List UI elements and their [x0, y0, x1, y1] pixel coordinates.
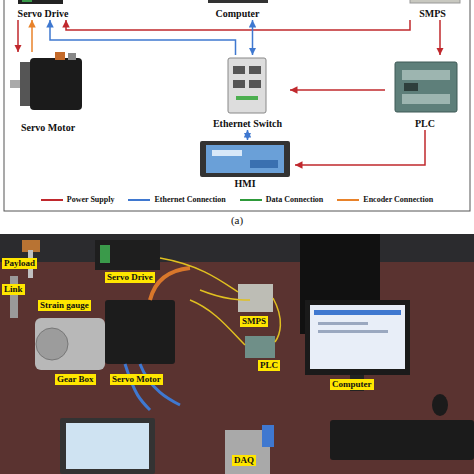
connector: [439, 20, 441, 55]
part-label: Gear Box: [55, 374, 96, 385]
legend-swatch: [337, 199, 359, 201]
device-node: Computer: [200, 0, 275, 20]
servo-drive-photo: [95, 240, 160, 270]
monitor-picture: [305, 300, 410, 375]
motor-connector: [55, 52, 65, 60]
device-node: Servo Drive: [8, 0, 78, 20]
mouse-picture: [432, 394, 448, 416]
device-node: SMPS: [400, 0, 465, 20]
switch-port: [233, 66, 245, 74]
part-label: Payload: [2, 258, 37, 269]
hmi-photo-screen: [66, 423, 149, 469]
part-label: Link: [2, 284, 25, 295]
motor-connector: [68, 53, 76, 60]
legend-swatch: [240, 199, 262, 201]
device-label: Computer: [216, 8, 260, 20]
plc-port: [404, 83, 418, 91]
computer-picture: [208, 0, 268, 3]
legend-swatch: [128, 199, 150, 201]
device-label: Servo Drive: [18, 8, 69, 20]
panel-label: (a): [228, 214, 246, 227]
legend-text: Ethernet Connection: [154, 195, 225, 205]
legend: Power Supply Ethernet Connection Data Conn…: [0, 195, 474, 205]
legend-text: Power Supply: [67, 195, 115, 205]
part-label: DAQ: [232, 455, 256, 466]
monitor-screen: [318, 330, 388, 333]
part-label: Servo Motor: [110, 374, 163, 385]
connector: [66, 20, 410, 30]
gearbox-picture: [35, 318, 105, 370]
plc-terminal: [402, 94, 450, 104]
part-label: Strain gauge: [38, 300, 91, 311]
part-label: Servo Drive: [105, 272, 155, 283]
photo-wall: [0, 234, 474, 474]
device-label: PLC: [415, 118, 435, 130]
servo-drive-photo: [100, 245, 110, 263]
device-label: Ethernet Switch: [213, 118, 282, 130]
servo-motor-photo: [105, 300, 175, 364]
gearbox-picture: [36, 328, 68, 360]
servo-motor-picture: [30, 58, 82, 110]
hmi-picture: [200, 141, 290, 177]
connector: [252, 20, 254, 55]
switch-led: [236, 96, 258, 100]
photo-desk: [0, 262, 474, 474]
hmi-photo: [60, 418, 155, 474]
part-label: Computer: [330, 379, 374, 390]
connector: [17, 20, 19, 52]
motor-cable: [125, 364, 180, 410]
device-node: Ethernet Switch: [205, 55, 290, 130]
monitor-screen: [314, 310, 401, 315]
connector: [31, 20, 33, 52]
device-label: SMPS: [419, 8, 446, 20]
legend-item: Data Connection: [240, 195, 324, 205]
smps-picture: [410, 0, 460, 3]
link-arm: [10, 276, 18, 318]
smps-photo: [238, 284, 273, 312]
device-node: HMI: [195, 140, 295, 190]
device-node: Servo Motor: [8, 52, 88, 134]
device-node: PLC: [385, 55, 465, 130]
part-label: PLC: [258, 360, 280, 371]
monitor-screen: [318, 322, 368, 325]
switch-port: [233, 80, 245, 88]
hmi-screen: [250, 160, 278, 168]
legend-text: Data Connection: [266, 195, 324, 205]
hmi-screen: [206, 145, 284, 173]
connector: [290, 89, 385, 91]
legend-item: Power Supply: [41, 195, 115, 205]
keyboard-picture: [330, 420, 474, 460]
wires: [160, 258, 280, 345]
switch-port: [249, 66, 261, 74]
panel-frame: [4, 0, 470, 211]
legend-text: Encoder Connection: [363, 195, 433, 205]
connector: [247, 130, 249, 140]
servo-drive-picture: [22, 0, 32, 2]
connector: [50, 20, 236, 55]
part-label: SMPS: [240, 316, 268, 327]
plc-picture: [395, 62, 457, 112]
device-label: HMI: [234, 178, 255, 190]
daq-cable: [262, 425, 274, 447]
device-label: Servo Motor: [21, 122, 75, 134]
ethernet-switch-picture: [228, 58, 266, 113]
legend-item: Encoder Connection: [337, 195, 433, 205]
switch-port: [249, 80, 261, 88]
connector: [295, 130, 425, 165]
legend-item: Ethernet Connection: [128, 195, 225, 205]
motor-cable: [150, 268, 190, 300]
legend-swatch: [41, 199, 63, 201]
monitor-screen: [310, 305, 405, 369]
plc-photo: [245, 336, 275, 358]
hmi-screen: [212, 150, 242, 156]
servo-drive-picture: [18, 0, 63, 4]
plc-terminal: [402, 70, 450, 80]
